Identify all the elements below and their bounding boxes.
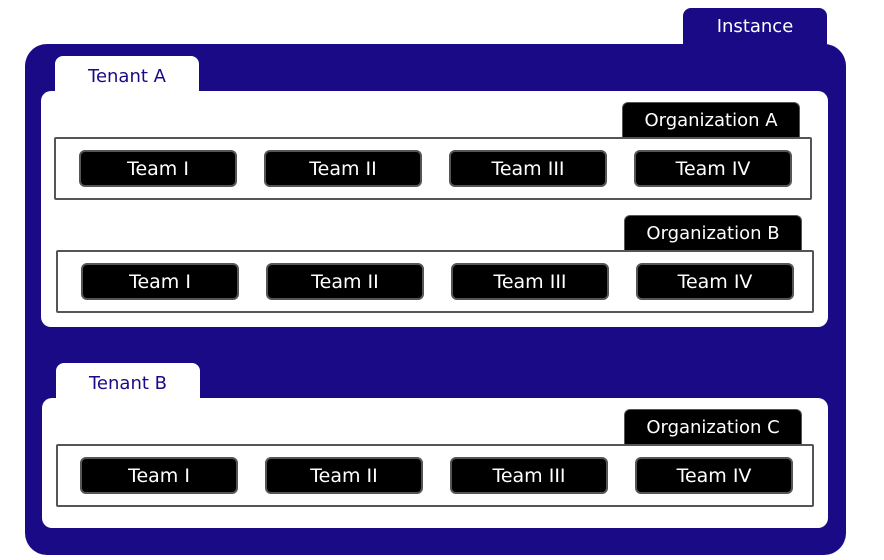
org-c-team-i: Team I (80, 457, 238, 494)
organization-a-label: Organization A (644, 110, 778, 131)
instance-label: Instance (716, 16, 794, 37)
organization-c-label: Organization C (646, 417, 780, 438)
tenant-b-tab: Tenant B (56, 363, 200, 401)
team-label: Team I (129, 270, 191, 293)
team-label: Team IV (677, 270, 753, 293)
team-label: Team II (310, 464, 378, 487)
org-b-team-iv: Team IV (636, 263, 794, 300)
org-c-team-ii: Team II (265, 457, 423, 494)
organization-b-label: Organization B (646, 223, 780, 244)
team-label: Team II (311, 270, 379, 293)
tenant-a-label: Tenant A (88, 66, 166, 87)
team-label: Team III (493, 270, 567, 293)
org-b-team-i: Team I (81, 263, 239, 300)
org-a-team-i: Team I (79, 150, 237, 187)
team-label: Team I (128, 464, 190, 487)
org-a-team-iv: Team IV (634, 150, 792, 187)
team-label: Team I (127, 157, 189, 180)
org-b-team-iii: Team III (451, 263, 609, 300)
organization-b-tab: Organization B (624, 215, 802, 251)
organization-c-tab: Organization C (624, 409, 802, 445)
org-c-team-iv: Team IV (635, 457, 793, 494)
tenant-b-label: Tenant B (89, 373, 167, 394)
org-c-team-iii: Team III (450, 457, 608, 494)
team-label: Team II (309, 157, 377, 180)
tenant-a-tab: Tenant A (55, 56, 199, 94)
team-label: Team III (492, 464, 566, 487)
org-a-team-iii: Team III (449, 150, 607, 187)
team-label: Team III (491, 157, 565, 180)
instance-tab: Instance (683, 8, 827, 48)
org-a-team-ii: Team II (264, 150, 422, 187)
org-b-team-ii: Team II (266, 263, 424, 300)
team-label: Team IV (675, 157, 751, 180)
team-label: Team IV (676, 464, 752, 487)
organization-a-tab: Organization A (622, 102, 800, 138)
